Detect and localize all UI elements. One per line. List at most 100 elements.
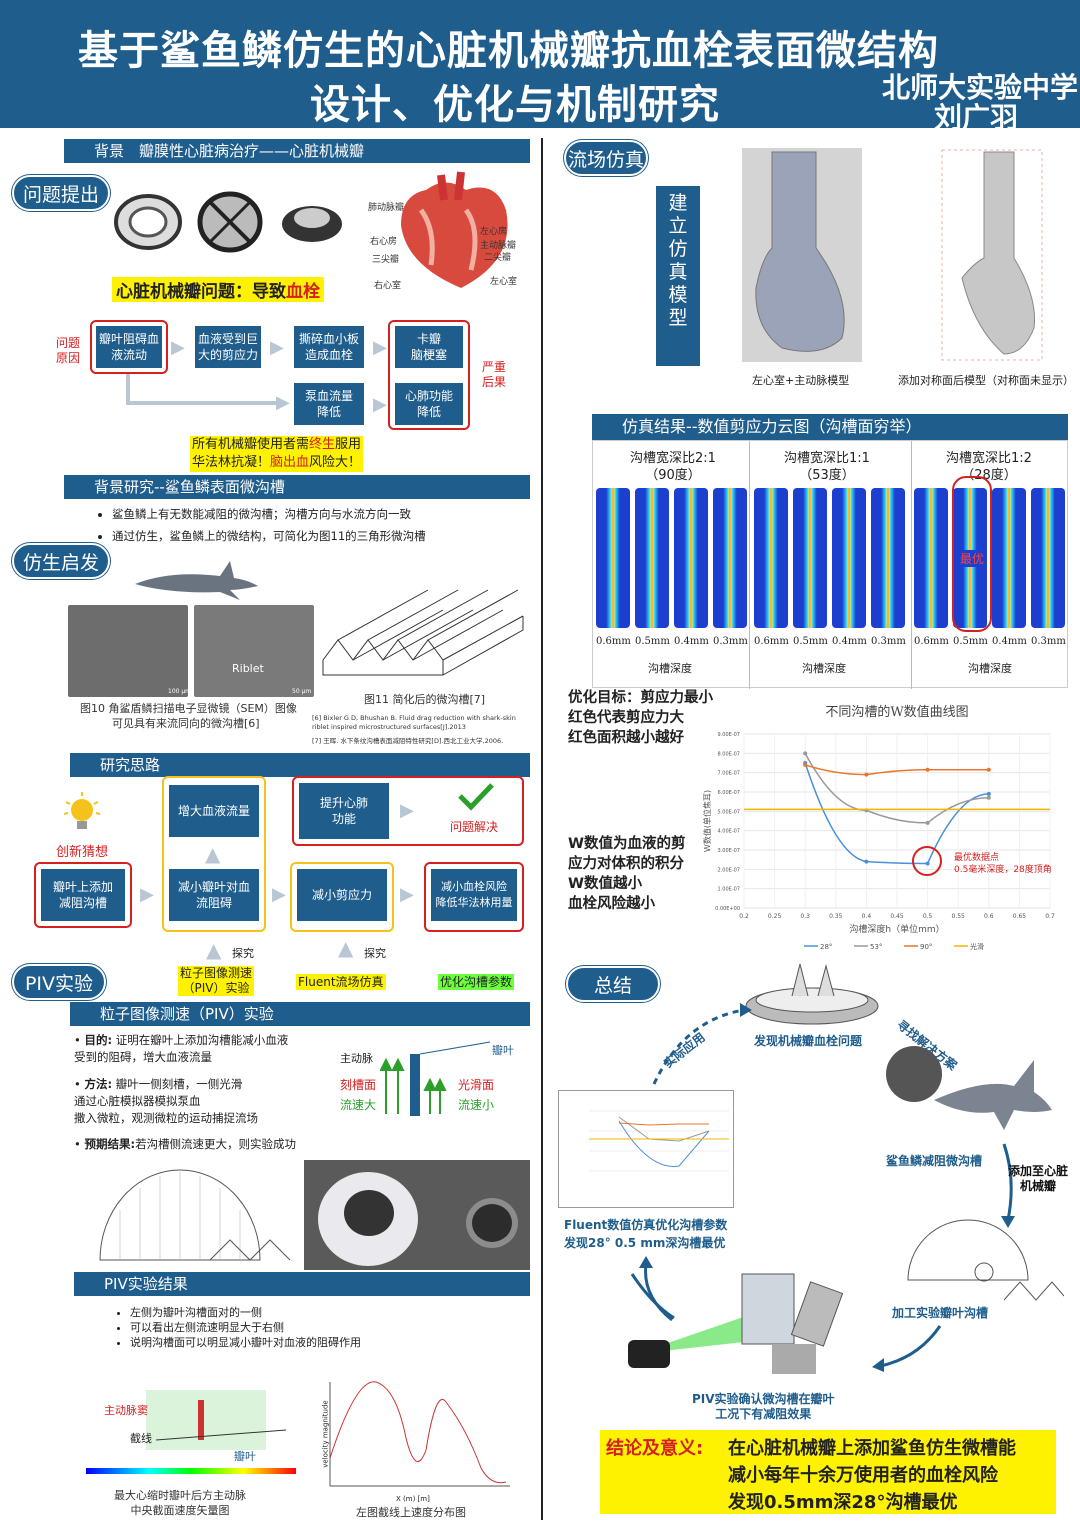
aorta-label: 主动脉: [340, 1052, 373, 1065]
conclusion-label: 结论及意义:: [606, 1438, 704, 1459]
depth-label: 0.5mm: [635, 636, 670, 647]
piv-goal: • 目的: 证明在瓣叶上添加沟槽能减小血液 受到的阻碍，增大血液流量: [74, 1033, 289, 1064]
arrow-up-icon: ▲: [206, 938, 222, 962]
depth-label: 0.6mm: [596, 636, 631, 647]
data-point: [986, 795, 991, 800]
arrow-down-icon: [1001, 1143, 1015, 1228]
arrow-left-icon: [872, 1325, 942, 1372]
summary-fluent: Fluent数值仿真优化沟槽参数 发现28° 0.5 mm深沟槽最优: [564, 1218, 728, 1250]
result-frame: [292, 776, 524, 846]
velocity-vector-map: [86, 1390, 296, 1474]
y-tick-label: 3.00E-07: [718, 848, 740, 854]
vector-caption: 最大心缩时瓣叶后方主动脉 中央截面速度矢量图: [114, 1489, 246, 1517]
data-point: [925, 767, 930, 772]
depth-label: 0.3mm: [1031, 636, 1066, 647]
summary-machine: 加工实验瓣叶沟槽: [892, 1306, 989, 1320]
best-highlight: [952, 476, 992, 632]
piv-bar: 粒子图像测速（PIV）实验: [70, 1002, 530, 1026]
shear-contour-strip: [914, 488, 948, 628]
cause-frame: [90, 320, 168, 374]
flow-box-platelet: 撕碎血小板 造成血栓: [292, 324, 366, 370]
school-name: 北师大实验中学: [882, 71, 1079, 104]
idea-bar: 研究思路: [70, 753, 530, 777]
shear-contour-strip: [754, 488, 788, 628]
model-caption-1: 左心室+主动脉模型: [752, 374, 850, 387]
sem-image-2: [194, 605, 314, 697]
x-tick-label: 0.4: [862, 913, 872, 920]
group-label: 沟槽宽深比1:1（53度）: [784, 451, 870, 483]
data-point: [803, 762, 808, 767]
shear-contour-strip: [674, 488, 708, 628]
x-tick-label: 0.5: [923, 913, 933, 920]
arrow-right-icon: ▶: [270, 337, 284, 358]
summary-add: 添加至心脏 机械瓣: [1008, 1164, 1069, 1193]
sinus-label: 主动脉窦: [104, 1404, 148, 1417]
x-tick-label: 0.3: [800, 913, 810, 920]
fig10-caption: 图10 角鲨盾鳞扫描电子显微镜（SEM）图像可见具有来流同向的微沟槽[6]: [80, 702, 297, 730]
profile-ylabel: velocity magnitude: [321, 1400, 330, 1468]
yellow-frame: [162, 776, 266, 932]
mini-chart: [589, 1110, 729, 1172]
y-tick-label: 1.00E-07: [718, 887, 740, 893]
best-point-circle: [912, 846, 942, 876]
y-tick-label: 4.00E-07: [718, 829, 740, 835]
piv-method: • 方法: 瓣叶一侧刻槽，一侧光滑 通过心脏模拟器模拟泵血 撒入微粒，观测微粒的…: [74, 1077, 258, 1125]
idea-box-obstruct: 减小瓣叶对血 流阻碍: [167, 867, 261, 923]
data-point: [864, 859, 869, 864]
scale-label: 50 μm: [292, 688, 312, 695]
shear-contour-strip: [832, 488, 866, 628]
heart-label: 左心房: [480, 227, 508, 237]
header-bar: 基于鲨鱼鳞仿生的心脏机械瓣抗血栓表面微结构 设计、优化与机制研究 北师大实验中学…: [0, 0, 1080, 134]
arrow-right-icon: ▶: [140, 884, 154, 905]
data-point: [864, 772, 869, 777]
summary-pill: 总结: [566, 966, 660, 1002]
yellow-frame: [290, 862, 394, 932]
contour-panel: [592, 440, 1068, 689]
bullet: 说明沟槽面可以明显减小瓣叶对血液的阻碍作用: [130, 1335, 361, 1350]
lightbulb-icon: [63, 792, 101, 829]
x-tick-label: 0.2: [739, 913, 749, 920]
cut-label: 截线: [130, 1432, 152, 1445]
idea-box-flow: 增大血液流量: [167, 783, 261, 839]
shear-contour-strip: [1031, 488, 1065, 628]
depth-label: 0.6mm: [754, 636, 789, 647]
mini-chart-frame: [558, 1090, 734, 1208]
conclusion-line: 在心脏机械瓣上添加鲨鱼仿生微槽能: [728, 1438, 1016, 1459]
group-label: 沟槽宽深比1:2（28度）: [946, 451, 1032, 483]
shark-icon: [135, 561, 258, 600]
check-icon: [458, 783, 494, 811]
arrow-right-icon: ▶: [272, 884, 286, 905]
heart-label: 肺动脉瓣: [368, 203, 405, 213]
y-tick-label: 7.00E-07: [718, 771, 740, 777]
method-optimize: 优化沟槽参数: [438, 974, 515, 990]
sim-result-bar: 仿真结果--数值剪应力云图（沟槽面穷举）: [592, 414, 1068, 440]
piv-result-bar: PIV实验结果: [74, 1272, 530, 1296]
depth-label: 0.3mm: [871, 636, 906, 647]
arrow-up-icon: ▲: [338, 936, 354, 960]
symmetric-model: [941, 149, 1043, 361]
ventricle-model: [742, 148, 862, 362]
flow-box-shear: 血液受到巨 大的剪应力: [193, 324, 263, 370]
consequence-frame: [388, 320, 470, 430]
idea-box-shear: 减小剪应力: [295, 867, 389, 923]
heart-label: 主动脉瓣: [480, 241, 517, 251]
bullet: 通过仿生，鲨鱼鳞上的微结构，可简化为图11的三角形微沟槽: [112, 528, 426, 545]
arrow-up-icon: ▲: [205, 842, 221, 866]
y-tick-label: 0.00E+00: [715, 906, 740, 912]
data-point: [803, 751, 808, 756]
bionic-pill: 仿生启发: [12, 543, 110, 579]
flow-box-pump: 泵血流量 降低: [292, 381, 366, 427]
x-axis-label: 沟槽深度h（单位mm）: [849, 923, 944, 935]
x-tick-label: 0.25: [768, 913, 782, 920]
shark-scale-image: [886, 1046, 1052, 1130]
flow-connector: [126, 401, 286, 405]
x-tick-label: 0.6: [984, 913, 994, 920]
leaflet-label: 瓣叶: [492, 1044, 514, 1057]
riblet-label: Riblet: [232, 662, 264, 675]
slow-label: 流速小: [458, 1098, 495, 1112]
flow-sim-pill: 流场仿真: [564, 140, 648, 176]
leaflet-label: 瓣叶: [234, 1450, 256, 1463]
w-value-chart: 不同沟槽的W数值曲线图0.00E+001.00E-072.00E-073.00E…: [702, 704, 1055, 951]
depth-label: 0.4mm: [992, 636, 1027, 647]
explore-label: 探究: [364, 947, 386, 960]
